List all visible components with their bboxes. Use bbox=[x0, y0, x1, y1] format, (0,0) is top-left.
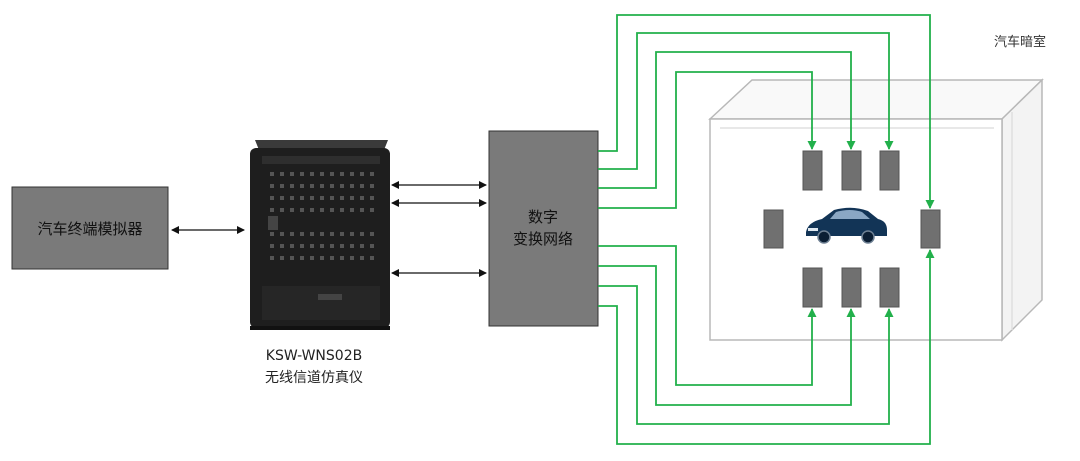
antenna-bottom-3 bbox=[879, 267, 900, 308]
antenna-top-2 bbox=[841, 150, 862, 191]
rf-path-bottom-3 bbox=[598, 285, 894, 425]
chamber-label: 汽车暗室 bbox=[994, 34, 1046, 50]
antennas bbox=[763, 150, 941, 308]
network-label-line2: 变换网络 bbox=[513, 230, 573, 248]
channel-emulator-device bbox=[250, 140, 390, 330]
rf-path-top-3 bbox=[598, 32, 894, 170]
rf-path-bottom-2 bbox=[598, 265, 856, 406]
device-model: KSW-WNS02B bbox=[266, 348, 362, 364]
rf-path-top-2 bbox=[598, 51, 856, 189]
antenna-bottom-2 bbox=[841, 267, 862, 308]
rf-path-right-bottom bbox=[598, 249, 935, 445]
digital-transform-network: 数字 变换网络 bbox=[488, 130, 599, 327]
antenna-right bbox=[920, 209, 941, 249]
network-label-line1: 数字 bbox=[528, 208, 558, 226]
antenna-bottom-1 bbox=[802, 267, 823, 308]
simulator-label: 汽车终端模拟器 bbox=[37, 220, 142, 238]
antenna-top-1 bbox=[802, 150, 823, 191]
rf-path-right-top bbox=[598, 14, 935, 209]
device-name: 无线信道仿真仪 bbox=[265, 370, 363, 386]
antenna-left bbox=[763, 209, 784, 249]
rf-paths bbox=[598, 14, 935, 445]
rf-path-top-1 bbox=[598, 71, 817, 209]
rf-path-bottom-1 bbox=[598, 245, 817, 386]
car-terminal-simulator: 汽车终端模拟器 bbox=[11, 186, 169, 270]
antenna-top-3 bbox=[879, 150, 900, 191]
anechoic-chamber bbox=[708, 78, 1044, 342]
car-icon bbox=[806, 207, 887, 244]
